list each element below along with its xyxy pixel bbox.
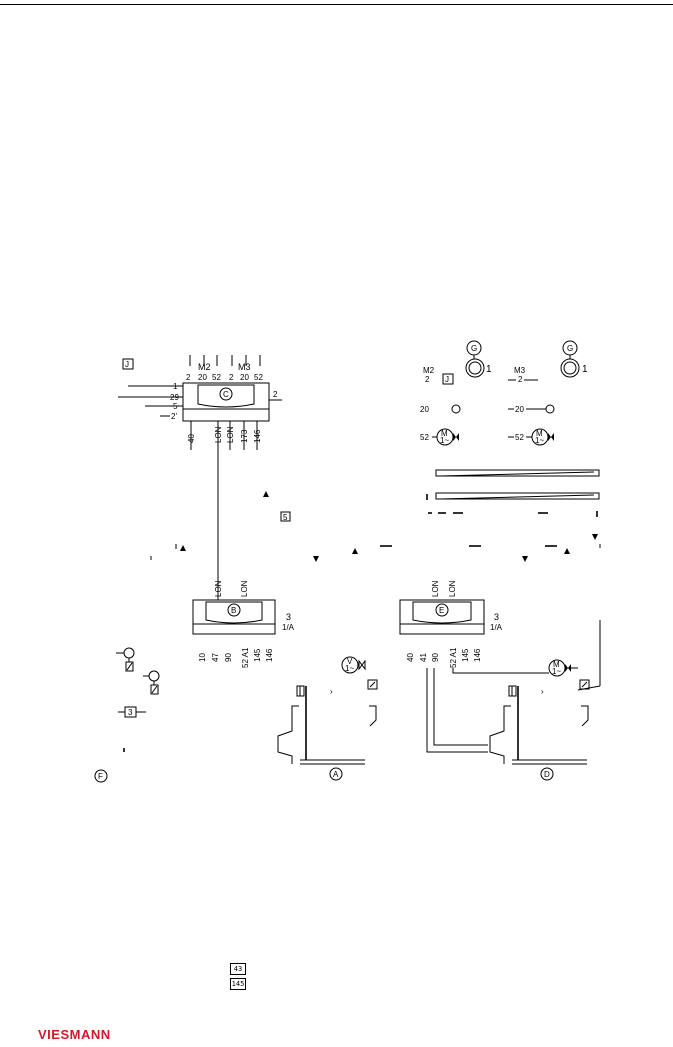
module-e: LON LON E 3 1/A 40 41 90 52 A1 145 146 M… [399, 580, 601, 753]
pin-top-1: 2 [186, 373, 191, 382]
pin-top-3: 52 [212, 373, 221, 382]
boiler-a: V 1~ › A [277, 656, 378, 781]
module-b-pin-1: 10 [198, 653, 207, 662]
gauge-right-num: 1 [582, 364, 588, 375]
pin-left-2: 29 [170, 393, 179, 402]
module-e-lon-1: LON [431, 580, 440, 597]
module-b-pin-2: 47 [211, 653, 220, 662]
label-d: D [544, 770, 550, 779]
row2-pin-left: 20 [420, 405, 429, 414]
module-b-side-top: 3 [286, 612, 291, 622]
pump-left-sub: 1~ [440, 436, 449, 445]
marker-j-left [122, 358, 134, 370]
pin-bottom-3: LON [226, 426, 235, 443]
valve-a [341, 656, 359, 674]
module-b-letter: B [231, 606, 236, 615]
row3-pin-left: 52 [420, 433, 429, 442]
module-b: LON LON B 3 1/A 10 47 90 52 A1 145 146 [192, 580, 295, 668]
gauge-g-right-letter: G [567, 344, 573, 353]
header-pipe-top [435, 469, 600, 477]
module-e-lon-2: LON [448, 580, 457, 597]
module-b-pin-5: 145 [253, 648, 262, 662]
group-label-m2: M2 [198, 362, 211, 372]
svg-text:›: › [541, 687, 544, 696]
right-m2-label: M2 [423, 366, 435, 375]
pin-left-1: 1 [173, 382, 178, 391]
pump-e-letter: M [553, 660, 560, 669]
module-e-pin-4: 52 A1 [449, 647, 458, 668]
row2-pin-right: 20 [515, 405, 524, 414]
gauge-left-num: 1 [486, 364, 492, 375]
pump-left-letter: M [441, 429, 448, 438]
marker-j-left-label: J [125, 360, 129, 369]
sensor-f1 [123, 647, 135, 659]
marker-j-right [442, 373, 454, 385]
logo-text: VIESMANN [38, 1027, 111, 1042]
pump-right-letter: M [536, 429, 543, 438]
boiler-d: › D [489, 679, 601, 781]
controller-c-letter: C [223, 390, 229, 399]
pin-bottom-5: 146 [253, 429, 262, 443]
pin-left-4: 2' [171, 412, 177, 421]
left-sensors: 3 F [94, 647, 160, 783]
label-f-circle [94, 769, 108, 783]
pump-right-sub: 1~ [535, 436, 544, 445]
legend-symbol-1: 43 [230, 963, 246, 975]
module-e-pin-6: 146 [473, 648, 482, 662]
legend-symbol-2: 145 [230, 978, 246, 990]
pin-bottom-4: 173 [240, 429, 249, 443]
pin-left-3: 5 [173, 402, 178, 411]
pin-right-1: 2 [273, 390, 278, 399]
marker-5 [280, 511, 291, 522]
pin-bottom-1: 40 [187, 434, 196, 443]
sensor-f2 [148, 670, 160, 682]
header-pipe-bottom [435, 492, 600, 500]
module-e-pin-3: 90 [431, 653, 440, 662]
module-e-side-bottom: 1/A [490, 623, 503, 632]
pin-top-6: 52 [254, 373, 263, 382]
label-f: F [98, 772, 103, 781]
marker-5-label: 5 [283, 513, 288, 522]
right-m3-sub: 2 [518, 375, 523, 384]
right-m3-label: M3 [514, 366, 526, 375]
sensor-right [545, 404, 555, 414]
module-b-side-bottom: 1/A [282, 623, 295, 632]
valve-a-letter: V [347, 657, 353, 666]
sensor-left [451, 404, 461, 414]
valve-a-sub: 1~ [345, 664, 354, 673]
module-b-pin-4: 52 A1 [241, 647, 250, 668]
gauge-g-left-letter: G [471, 344, 477, 353]
row3-pin-right: 52 [515, 433, 524, 442]
flow-marks: 5 [150, 491, 601, 562]
module-b-pin-3: 90 [224, 653, 233, 662]
module-b-lon-2: LON [240, 580, 249, 597]
svg-text:›: › [330, 687, 333, 696]
marker-3-label: 3 [128, 708, 133, 717]
module-b-lon-1: LON [214, 580, 223, 597]
pump-e-sub: 1~ [552, 667, 561, 676]
right-group: G 1 G 1 M2 2 J M3 2 20 20 52 M 1~ [420, 340, 600, 517]
pin-bottom-2: LON [214, 426, 223, 443]
module-e-letter: E [439, 606, 444, 615]
module-e-pin-1: 40 [406, 653, 415, 662]
pin-top-4: 2 [229, 373, 234, 382]
module-e-pin-2: 41 [419, 653, 428, 662]
legend: 43 145 [230, 963, 246, 993]
marker-j-right-label: J [445, 375, 449, 384]
right-m2-sub: 2 [425, 375, 430, 384]
controller-c: J M2 M3 2 20 52 2 20 52 C 1 29 5 2' 2 [118, 355, 282, 600]
pin-top-2: 20 [198, 373, 207, 382]
viessmann-logo: VIESMANN [38, 1027, 130, 1043]
wiring-diagram: J M2 M3 2 20 52 2 20 52 C 1 29 5 2' 2 [94, 340, 601, 783]
pin-top-5: 20 [240, 373, 249, 382]
label-a: A [333, 770, 339, 779]
module-e-pin-5: 145 [461, 648, 470, 662]
group-label-m3: M3 [238, 362, 251, 372]
header-rule [0, 4, 673, 5]
module-e-side-top: 3 [494, 612, 499, 622]
module-b-pin-6: 146 [265, 648, 274, 662]
